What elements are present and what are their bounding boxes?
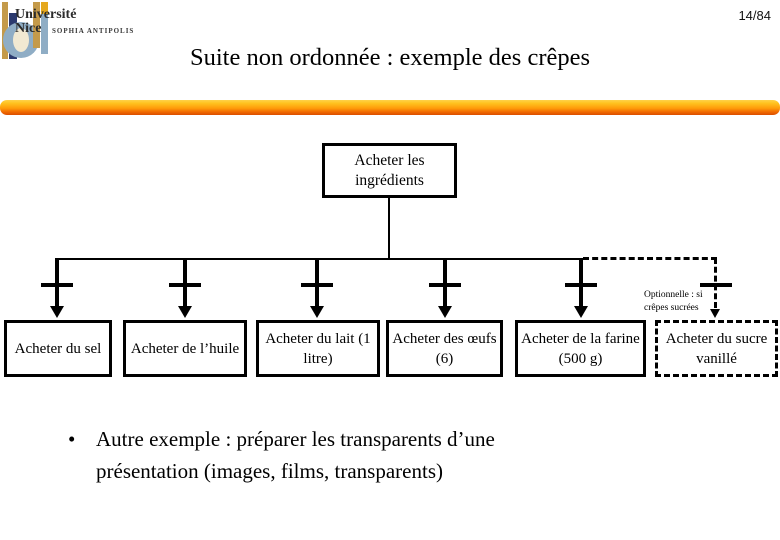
branch-crossbar-1 xyxy=(41,283,73,287)
arrow-down-icon xyxy=(178,306,192,318)
diagram-box-sel: Acheter du sel xyxy=(4,320,112,377)
branch-crossbar-4 xyxy=(429,283,461,287)
bullet-icon: • xyxy=(68,427,76,451)
arrow-down-icon xyxy=(438,306,452,318)
logo-campus-text: SOPHIA ANTIPOLIS xyxy=(52,27,135,35)
diagram-box-oeufs: Acheter des œufs (6) xyxy=(386,320,503,377)
logo-university-text: Université xyxy=(15,7,77,22)
logo-circle-center-icon xyxy=(13,28,29,52)
bullet-text: Autre exemple : préparer les transparent… xyxy=(96,427,495,483)
logo-bar-blue-right-icon xyxy=(41,14,48,54)
diagram-box-huile: Acheter de l’huile xyxy=(123,320,247,377)
diagram-root-box: Acheter les ingrédients xyxy=(322,143,457,198)
branch-crossbar-3 xyxy=(301,283,333,287)
slide-title: Suite non ordonnée : exemple des crêpes xyxy=(189,44,591,71)
connector-horizontal-line xyxy=(57,258,583,260)
diagram-box-sucre-optional: Acheter du sucre vanillé xyxy=(655,320,778,377)
logo-bar-gold-icon xyxy=(41,2,48,14)
page-number: 14/84 xyxy=(738,8,771,23)
branch-crossbar-6 xyxy=(700,283,732,287)
diagram-box-farine: Acheter de la farine (500 g) xyxy=(515,320,646,377)
university-logo: Université Nice SOPHIA ANTIPOLIS xyxy=(2,2,152,64)
diagram-box-lait: Acheter du lait (1 litre) xyxy=(256,320,380,377)
arrow-down-icon xyxy=(574,306,588,318)
logo-bar-tan-right-icon xyxy=(33,2,40,48)
branch-crossbar-2 xyxy=(169,283,201,287)
connector-horizontal-dashed-line xyxy=(583,257,717,260)
branch-crossbar-5 xyxy=(565,283,597,287)
arrow-down-icon xyxy=(710,309,720,318)
title-divider-bar xyxy=(0,100,780,115)
arrow-down-icon xyxy=(50,306,64,318)
connector-stem xyxy=(388,198,390,259)
arrow-down-icon xyxy=(310,306,324,318)
bullet-item: • Autre exemple : préparer les transpare… xyxy=(68,423,628,487)
logo-city-text: Nice xyxy=(15,21,42,36)
optional-annotation: Optionnelle : si crêpes sucrées xyxy=(644,290,703,313)
